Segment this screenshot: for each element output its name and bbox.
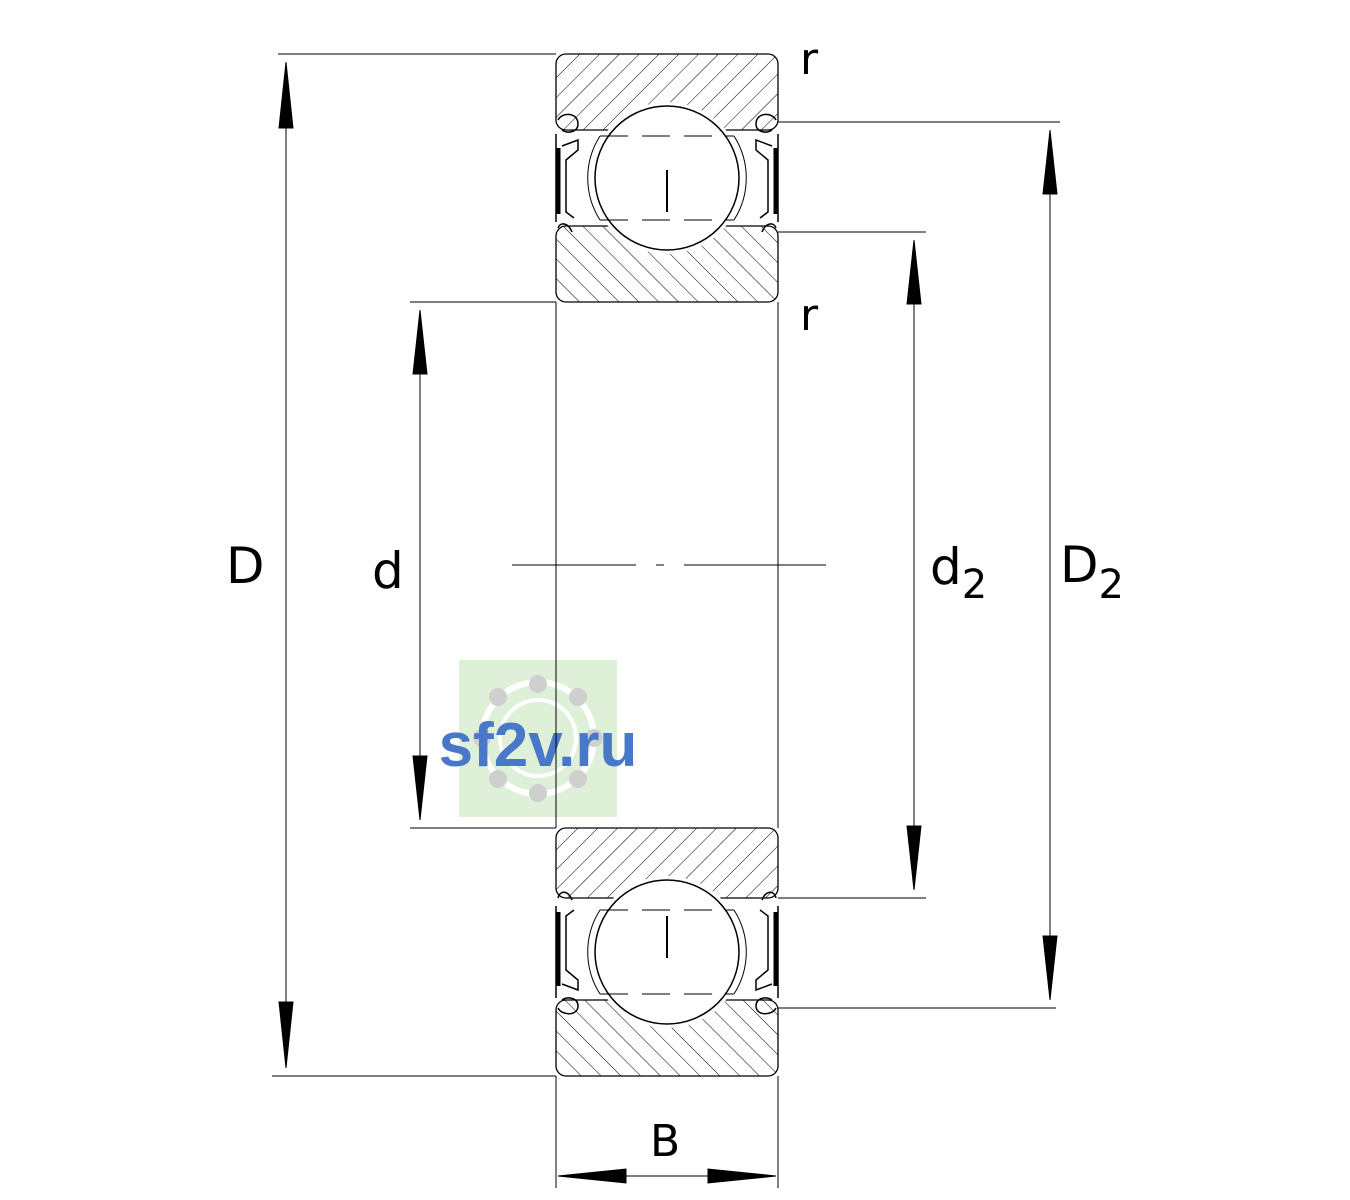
watermark-text: sf2v.ru [439, 711, 638, 780]
top-ball [587, 102, 747, 254]
dimension-D [278, 61, 294, 1069]
dimension-d [412, 309, 428, 821]
watermark: sf2v.ru [439, 660, 638, 817]
label-D2-sub: 2 [1099, 562, 1124, 608]
bottom-right-shield [755, 891, 779, 1015]
label-d2-base: d [930, 538, 962, 596]
label-D2-base: D [1060, 536, 1099, 594]
extension-lines [272, 53, 1060, 1188]
top-right-shield [755, 113, 779, 233]
label-D2: D2 [1060, 536, 1124, 608]
bottom-ball [587, 876, 747, 1028]
dimension-B [557, 1168, 777, 1184]
top-left-shield [555, 113, 579, 233]
label-r-inner: r [800, 290, 819, 341]
label-r-top: r [800, 34, 819, 85]
dimension-d2 [906, 239, 922, 891]
label-d2-sub: 2 [962, 562, 987, 608]
watermark-bearing-icon [473, 675, 603, 802]
label-D: D [226, 537, 265, 595]
label-d: d [372, 542, 404, 600]
label-d2: d2 [930, 538, 987, 608]
dimension-D2 [1042, 129, 1058, 1001]
label-B: B [650, 1116, 680, 1167]
bottom-left-shield [555, 891, 579, 1015]
